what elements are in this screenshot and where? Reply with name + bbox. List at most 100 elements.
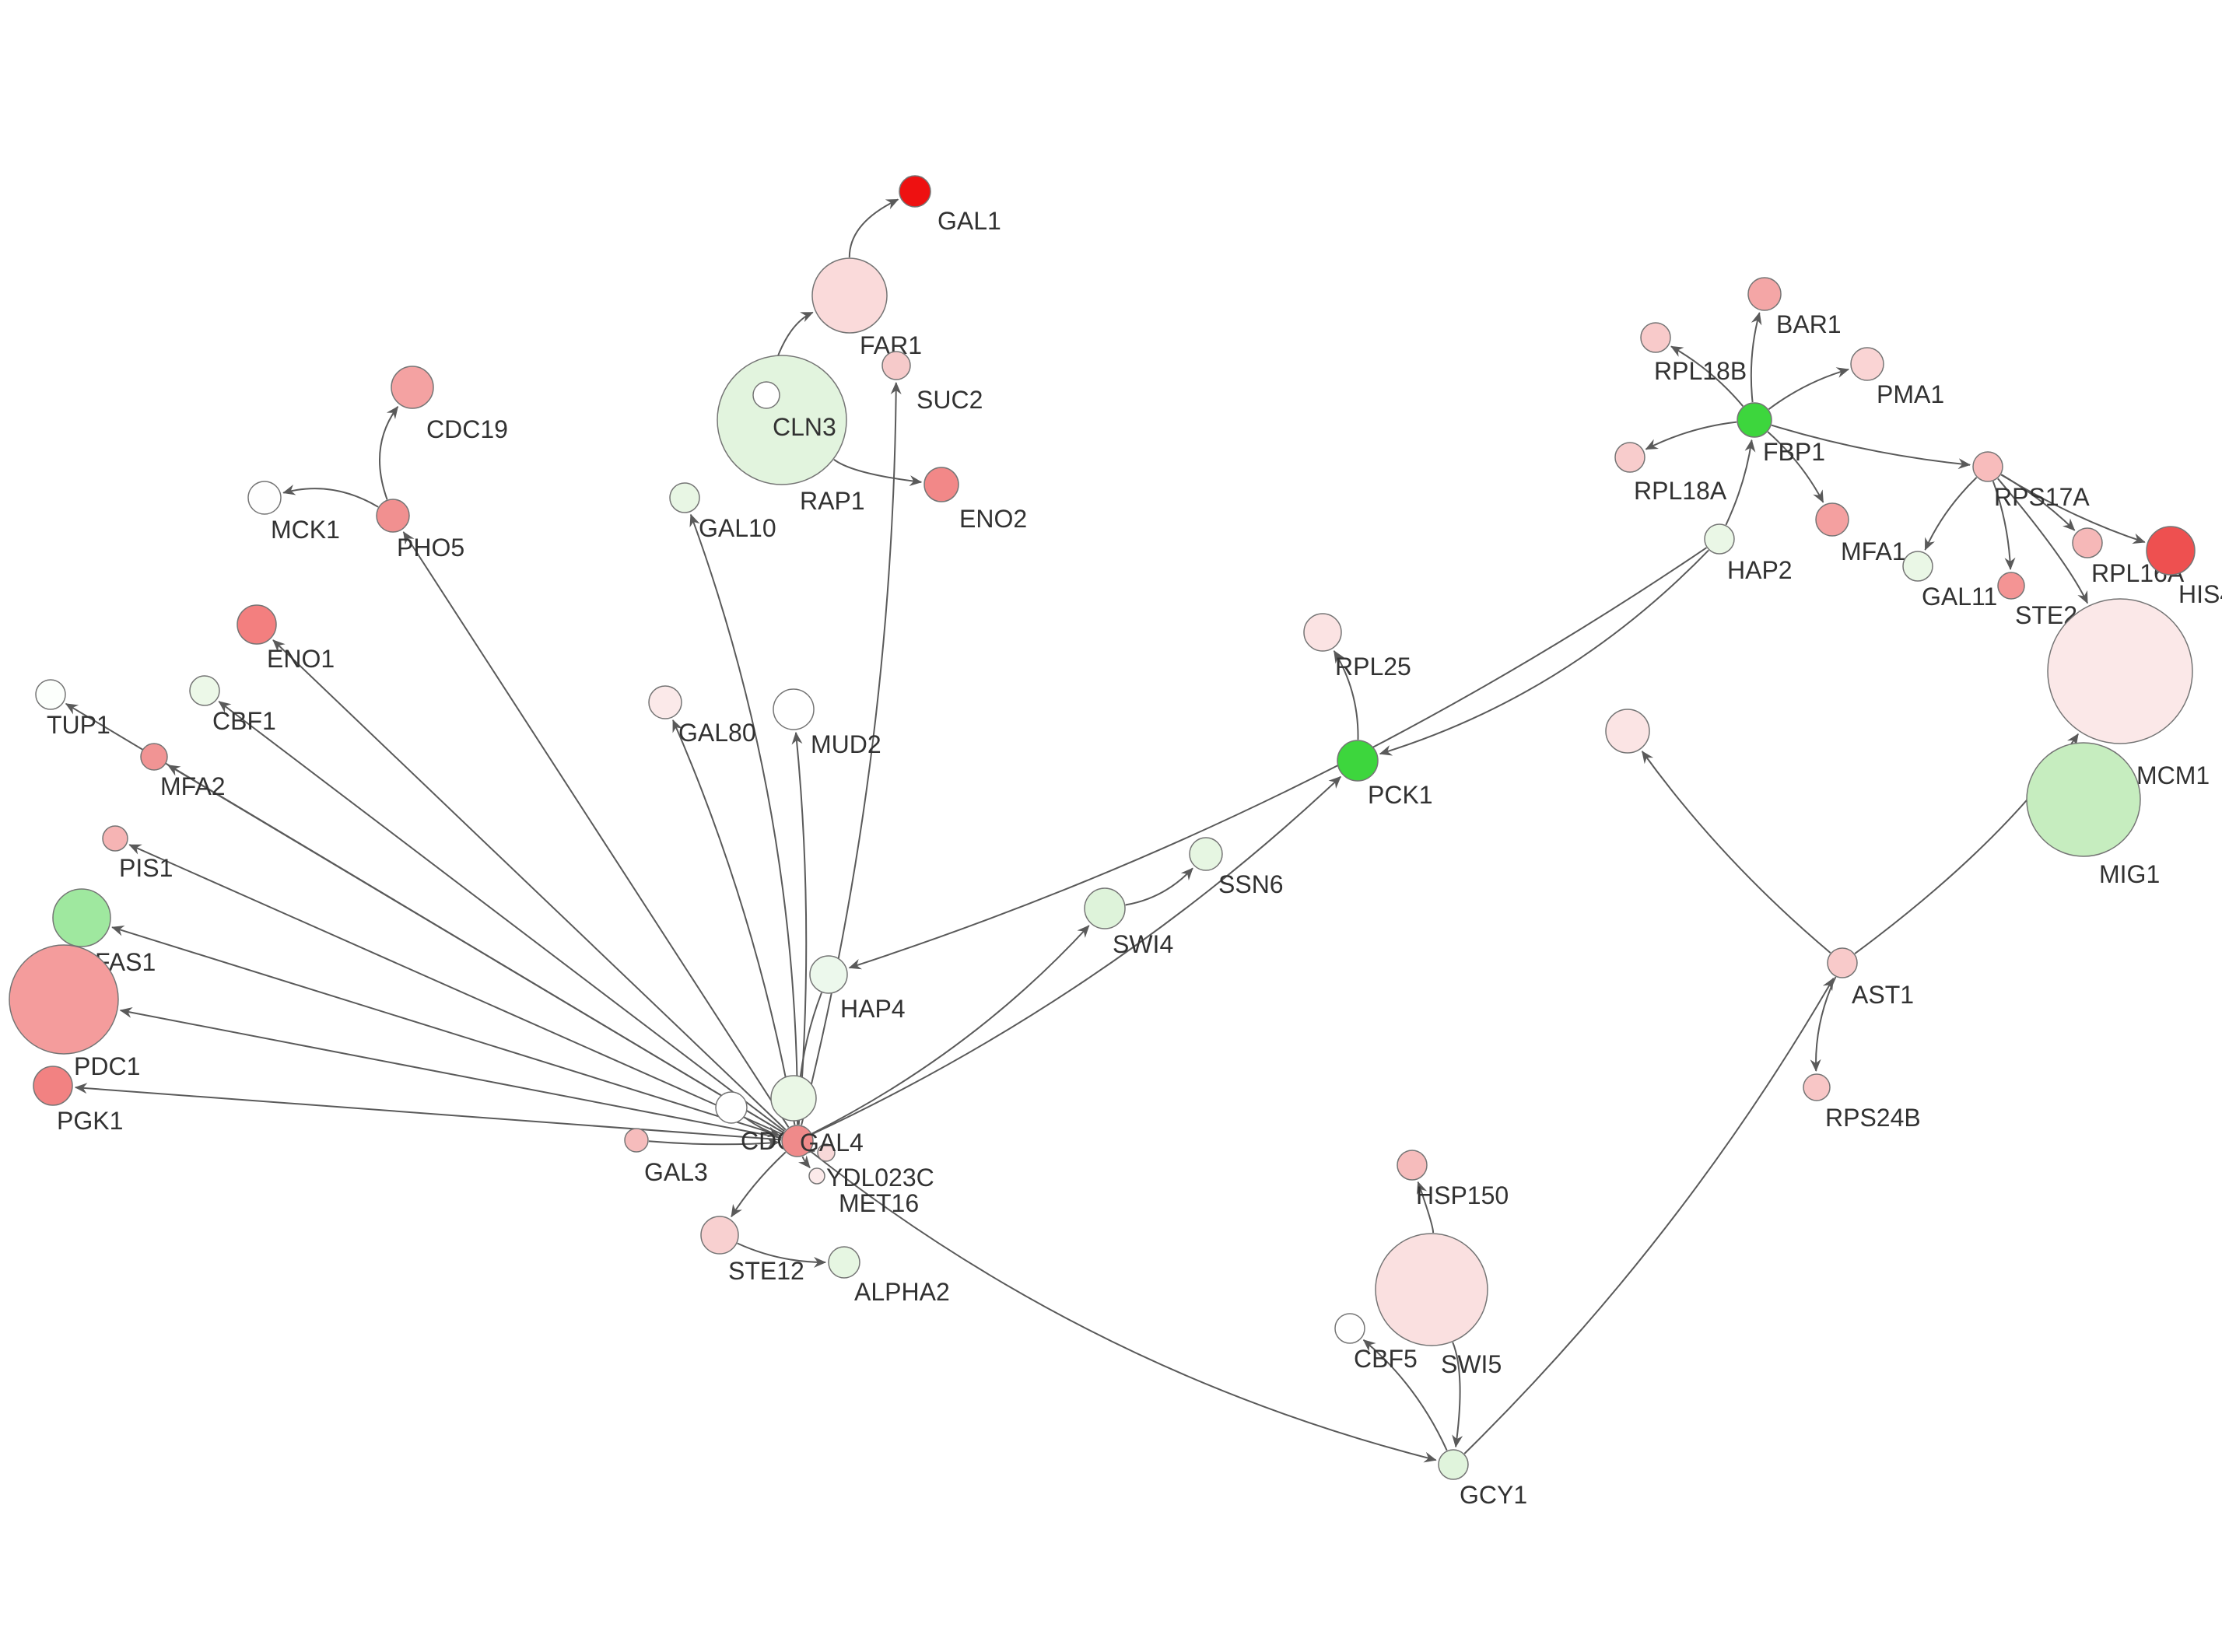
node-PDC1[interactable] — [9, 944, 119, 1055]
node-RAP1[interactable] — [717, 355, 847, 485]
node-FBP1[interactable] — [1737, 402, 1772, 438]
edge-FBP1-BAR1[interactable] — [1750, 312, 1762, 403]
node-RPS17A[interactable] — [1972, 451, 2003, 482]
edge-SWI5-GCY1[interactable] — [1452, 1342, 1463, 1448]
edge-PCK1-RPL25[interactable] — [1333, 650, 1359, 740]
node-ENO2[interactable] — [923, 467, 959, 502]
node-CBF1[interactable] — [189, 675, 220, 706]
node-SWI4[interactable] — [1084, 887, 1126, 929]
node-HIS4[interactable] — [2146, 526, 2196, 576]
node-MCM1[interactable] — [2047, 598, 2193, 744]
edge-GAL4-SUC2[interactable] — [801, 382, 902, 1125]
edge-HAP2-FBP1[interactable] — [1725, 439, 1756, 526]
edge-GAL4-GAL80[interactable] — [672, 719, 796, 1125]
node-STE12[interactable] — [700, 1216, 739, 1255]
node-TUP1[interactable] — [35, 679, 66, 710]
edge-FBP1-PMA1[interactable] — [1768, 367, 1849, 410]
node-SSN6[interactable] — [1189, 837, 1223, 871]
edge-GAL4-MUD2[interactable] — [791, 731, 808, 1125]
edge-GAL4-PCK1[interactable] — [811, 775, 1341, 1136]
edge-GCY1-CBF5[interactable] — [1362, 1339, 1448, 1451]
edge-GAL4-GCY1[interactable] — [809, 1150, 1437, 1463]
node-BAR1[interactable] — [1747, 277, 1782, 311]
edge-PHO5-CDC19[interactable] — [379, 406, 399, 500]
edge-FAR1-GAL1[interactable] — [848, 198, 899, 258]
node-MFA1[interactable] — [1815, 502, 1849, 537]
node-HAP2[interactable] — [1704, 523, 1735, 555]
edge-GAL4-ENO1[interactable] — [272, 639, 787, 1131]
node-MCK1[interactable] — [247, 481, 282, 515]
edge-STE12-ALPHA2[interactable] — [737, 1242, 826, 1269]
edge-HAP2-HAP4[interactable] — [848, 547, 1707, 970]
node-SWI5[interactable] — [1375, 1233, 1488, 1346]
node-HAP4[interactable] — [809, 955, 848, 994]
node-RPL25[interactable] — [1303, 613, 1342, 652]
node-ALPHA2[interactable] — [828, 1246, 860, 1279]
node-MIG1[interactable] — [2026, 742, 2141, 857]
edge-GAL4-MET16[interactable] — [797, 1155, 811, 1169]
edge-GAL4-SWI4[interactable] — [811, 925, 1090, 1135]
node-NODE2[interactable] — [1605, 709, 1650, 754]
node-GCY1[interactable] — [1438, 1449, 1469, 1480]
edge-GAL3-GAL4[interactable] — [648, 1137, 780, 1149]
node-CLN3[interactable] — [752, 381, 780, 409]
edge-RPS17A-MCM1[interactable] — [1997, 478, 2089, 604]
edge-SWI4-SSN6[interactable] — [1125, 867, 1193, 906]
node-MET16[interactable] — [808, 1167, 825, 1185]
node-GAL4[interactable] — [781, 1125, 814, 1157]
node-PGK1[interactable] — [33, 1066, 73, 1106]
node-AST1[interactable] — [1827, 947, 1858, 978]
edge-HAP2-PCK1[interactable] — [1379, 549, 1709, 756]
edge-FBP1-RPL18B[interactable] — [1670, 345, 1744, 407]
edge-GAL4-PIS1[interactable] — [128, 844, 783, 1136]
node-CDC19[interactable] — [391, 366, 434, 409]
node-RPL18A[interactable] — [1614, 442, 1645, 473]
node-HUBX[interactable] — [770, 1075, 817, 1122]
node-RPL18B[interactable] — [1640, 322, 1671, 353]
edge-FBP1-RPS17A[interactable] — [1771, 424, 1971, 470]
edge-GAL4-STE12[interactable] — [731, 1151, 787, 1218]
edge-AST1-RPS24B[interactable] — [1810, 976, 1837, 1072]
edge-SWI5-HSP150[interactable] — [1416, 1181, 1435, 1234]
node-FAS1[interactable] — [52, 888, 111, 947]
edge-AST1-NODE2[interactable] — [1641, 751, 1831, 954]
node-GAL80[interactable] — [648, 685, 682, 719]
edge-RPS17A-GAL11[interactable] — [1924, 477, 1978, 551]
edge-GAL4-PHO5[interactable] — [402, 531, 790, 1128]
node-GAL10[interactable] — [669, 482, 700, 513]
edge-GAL4-GAL10[interactable] — [689, 513, 799, 1125]
edge-GAL4-PGK1[interactable] — [74, 1083, 782, 1141]
edge-GCY1-AST1[interactable] — [1463, 978, 1835, 1454]
node-GAL3[interactable] — [624, 1128, 649, 1153]
edge-CDC6-GAL4[interactable] — [744, 1116, 781, 1138]
node-RPL16A[interactable] — [2072, 527, 2103, 558]
node-HSP150[interactable] — [1397, 1150, 1428, 1181]
node-GAL11[interactable] — [1902, 551, 1933, 582]
edge-GAL4-CBF1[interactable] — [218, 701, 785, 1132]
node-GAL1[interactable] — [899, 175, 931, 208]
node-PMA1[interactable] — [1850, 347, 1884, 381]
edge-RAP1-ENO2[interactable] — [833, 459, 923, 487]
edge-PHO5-MCK1[interactable] — [282, 484, 379, 508]
edge-RPS17A-STE2[interactable] — [1992, 481, 2016, 570]
edge-FBP1-MFA1[interactable] — [1767, 431, 1824, 503]
node-MUD2[interactable] — [773, 688, 815, 730]
node-ENO1[interactable] — [237, 604, 277, 645]
node-PCK1[interactable] — [1337, 740, 1379, 782]
edge-GAL4-PDC1[interactable] — [119, 1006, 782, 1139]
node-YDL023C[interactable] — [817, 1143, 836, 1162]
edge-GAL4-MFA2[interactable] — [167, 764, 784, 1134]
node-FAR1[interactable] — [811, 257, 888, 334]
node-STE2[interactable] — [1997, 572, 2025, 600]
edge-GAL4-YDL023C[interactable] — [802, 1143, 816, 1155]
node-RPS24B[interactable] — [1803, 1073, 1831, 1101]
node-CDC6[interactable] — [715, 1091, 748, 1124]
node-PIS1[interactable] — [102, 825, 128, 852]
edge-FBP1-RPL18A[interactable] — [1645, 421, 1737, 450]
edge-RPS17A-HIS4[interactable] — [2000, 474, 2146, 544]
edge-GAL4-FAS1[interactable] — [111, 925, 783, 1137]
node-MFA2[interactable] — [140, 743, 168, 771]
node-CBF5[interactable] — [1334, 1313, 1365, 1344]
node-PHO5[interactable] — [376, 499, 410, 533]
node-SUC2[interactable] — [881, 351, 911, 380]
